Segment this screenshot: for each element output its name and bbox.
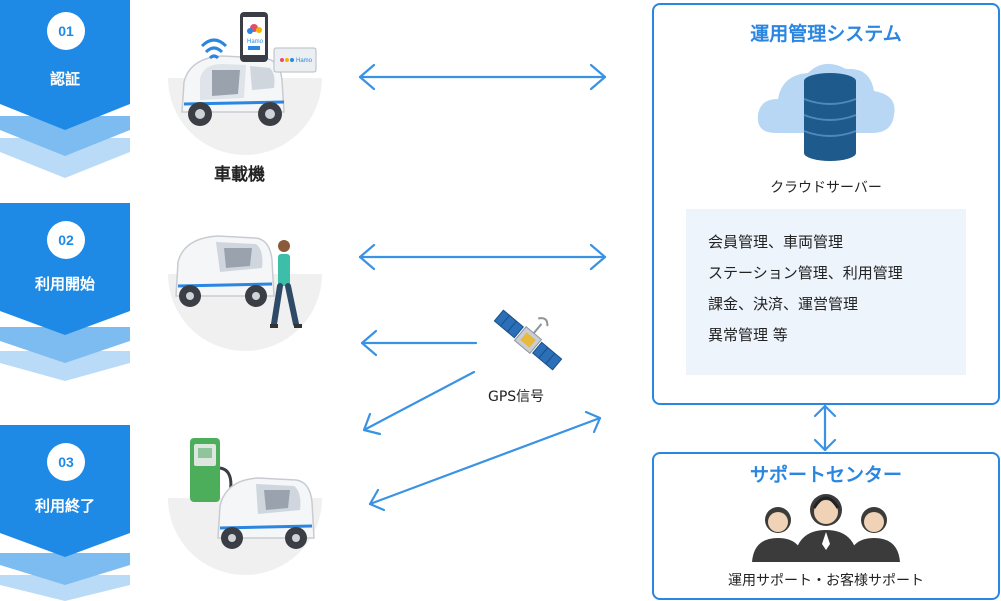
gps-arrow-end-icon <box>362 370 476 436</box>
double-arrow-vertical-icon <box>813 404 837 452</box>
step-1: 01 認証 <box>0 0 130 178</box>
satellite-icon <box>488 305 568 375</box>
operators-icon <box>746 484 906 562</box>
step-2: 02 利用開始 <box>0 203 130 381</box>
support-center-box: サポートセンター 運用サポート・お客様サポート <box>652 452 1000 600</box>
scene-end-use <box>160 428 330 578</box>
scene-start-use <box>160 210 330 360</box>
function-item: 異常管理 等 <box>708 326 788 344</box>
step-3-chevron <box>0 425 130 601</box>
function-item: ステーション管理、利用管理 <box>708 264 903 282</box>
onboard-unit-label: 車載機 <box>214 165 265 185</box>
cloud-server-label: クラウドサーバー <box>770 180 882 196</box>
phone-app-name: Hamo <box>247 39 264 45</box>
double-arrow-start-icon <box>358 243 607 271</box>
function-item: 会員管理、車両管理 <box>708 233 844 251</box>
card-brand: Hamo <box>296 58 313 64</box>
start-use-illustration <box>168 235 322 351</box>
gps-signal-label: GPS信号 <box>488 389 545 405</box>
step-3-label: 利用終了 <box>34 497 95 515</box>
end-use-illustration <box>168 438 322 575</box>
onboard-car-illustration <box>168 12 322 155</box>
support-center-title: サポートセンター <box>749 464 902 486</box>
function-item: 課金、決済、運営管理 <box>708 295 859 313</box>
ops-system-box: 運用管理システム クラウドサーバー 会員管理、車両管理 ステーション管理、利用管… <box>652 3 1000 405</box>
cloud-server-icon <box>752 51 902 171</box>
gps-arrow-start-icon <box>360 329 478 357</box>
step-2-chevron <box>0 203 130 381</box>
scene-onboard-unit: Hamo Hamo <box>160 8 330 158</box>
step-2-number: 02 <box>47 221 85 259</box>
step-3-number: 03 <box>47 443 85 481</box>
double-arrow-auth-icon <box>358 63 607 91</box>
step-1-chevron <box>0 0 130 178</box>
step-1-number: 01 <box>47 12 85 50</box>
step-3: 03 利用終了 <box>0 425 130 601</box>
function-list: 会員管理、車両管理 ステーション管理、利用管理 課金、決済、運営管理 異常管理 … <box>686 209 966 375</box>
step-1-label: 認証 <box>49 70 80 88</box>
support-center-caption: 運用サポート・お客様サポート <box>728 573 924 589</box>
step-2-label: 利用開始 <box>34 275 95 293</box>
ops-system-title: 運用管理システム <box>750 23 902 45</box>
double-arrow-end-icon <box>368 410 602 512</box>
